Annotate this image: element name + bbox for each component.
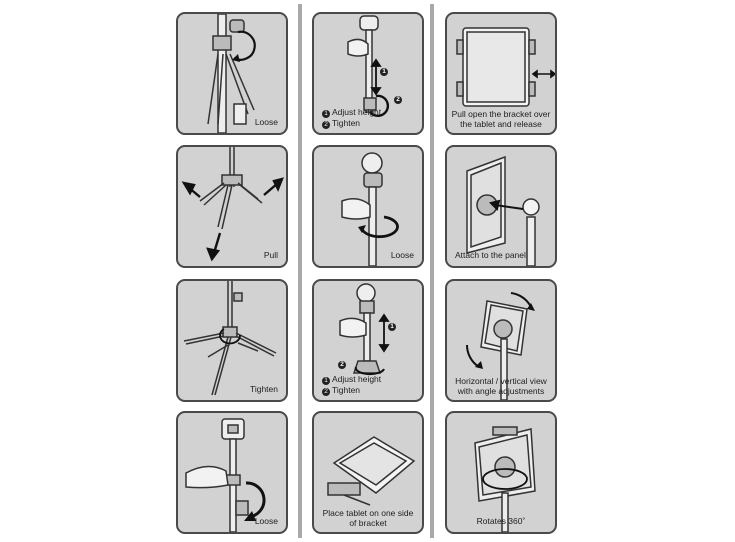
step-caption: Pull	[263, 250, 278, 260]
tripod-clamp-illustration	[207, 14, 256, 133]
rotate-tablet-illustration	[474, 426, 536, 532]
step-caption: Horizontal / vertical view with angle ad…	[455, 376, 547, 396]
step-caption: Loose	[254, 117, 278, 127]
step-rotate-360: Rotates 360˚	[445, 411, 557, 534]
tripod-legs-illustration	[181, 147, 284, 262]
step-caption: Place tablet on one side of bracket	[322, 508, 414, 528]
tripod-standing-illustration	[183, 281, 277, 396]
bracket-open-illustration	[456, 27, 555, 107]
step-caption: Rotates 360˚	[476, 516, 526, 526]
step-view-orientation: Horizontal / vertical view with angle ad…	[445, 279, 557, 402]
attach-panel-illustration	[466, 155, 540, 266]
marker-one: 1	[380, 68, 388, 76]
rotate-arrow-icon	[245, 481, 266, 519]
step-caption: Loose	[254, 516, 278, 526]
step-tighten-tripod: Tighten	[176, 279, 288, 402]
step-caption: Loose	[390, 250, 414, 260]
rotate-arrow-icon	[360, 215, 399, 239]
pole-base-illustration	[339, 283, 390, 376]
column-divider-right	[430, 4, 434, 538]
tilt-tablet-illustration	[465, 292, 535, 400]
marker-two: 2	[394, 96, 402, 104]
pole-knob-illustration	[341, 152, 399, 266]
column-divider-left	[298, 4, 302, 538]
pole-height-illustration	[347, 15, 390, 117]
step-loose-base-knob: Loose	[312, 145, 424, 268]
tablet-bracket-illustration	[327, 436, 416, 506]
step-caption: Tighten	[249, 384, 278, 394]
pull-arrow-icons	[181, 177, 284, 262]
step-pull-legs: Pull	[176, 145, 288, 268]
step-pull-open-bracket: Pull open the bracket over the tablet an…	[445, 12, 557, 135]
rotate-arrow-icon	[233, 30, 256, 61]
rotate-arrow-icon	[219, 328, 241, 345]
attach-arrow-icon	[489, 199, 524, 211]
step-place-tablet: Place tablet on one side of bracket	[312, 411, 424, 534]
step-caption: Attach to the panel	[455, 250, 526, 260]
step-caption: Pull open the bracket over the tablet an…	[451, 109, 551, 129]
clamp-hand-illustration	[185, 418, 266, 532]
step-loose-leg-clamp: Loose	[176, 12, 288, 135]
step-attach-panel: Attach to the panel	[445, 145, 557, 268]
step-loose-upper-clamp: Loose	[176, 411, 288, 534]
rotate-arrow-icon	[482, 468, 528, 490]
double-arrow-icon	[531, 69, 555, 79]
